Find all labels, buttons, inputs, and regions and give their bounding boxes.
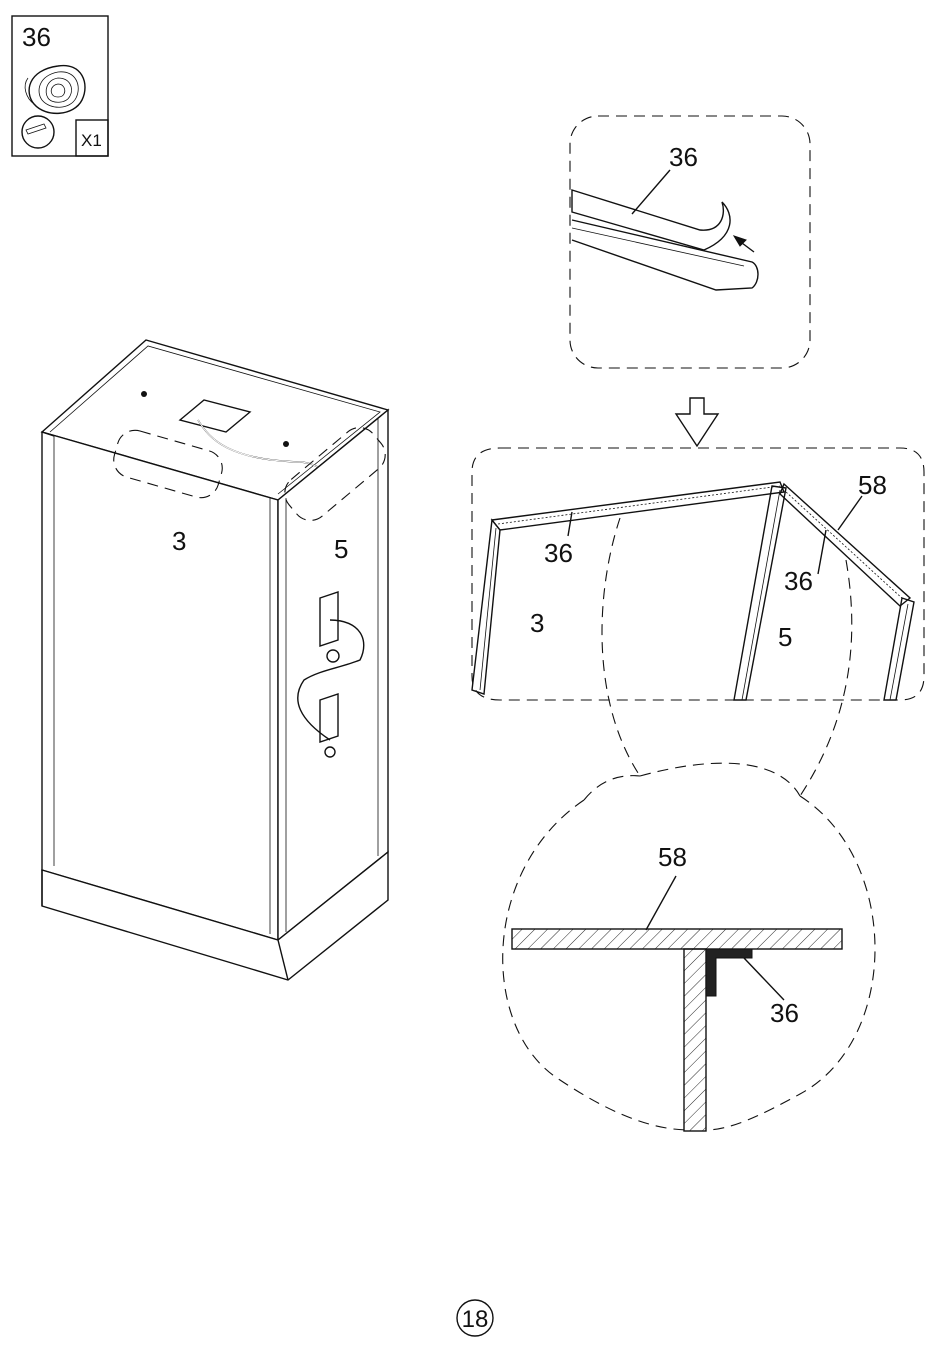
- cabin-panel-right-label: 5: [334, 534, 348, 564]
- section-magnifier: 58 36: [503, 518, 875, 1131]
- shower-cabin: 3 5: [42, 340, 393, 980]
- down-arrow-icon: [676, 398, 718, 446]
- tape-roll-icon: [25, 66, 85, 114]
- page-number-text: 18: [462, 1306, 489, 1333]
- section-roof-label: 58: [658, 842, 687, 872]
- tape-cutter-icon: [22, 116, 54, 148]
- corner-roof-label: 58: [858, 470, 887, 500]
- cabin-panel-left-label: 3: [172, 526, 186, 556]
- corner-tape-left-label: 36: [544, 538, 573, 568]
- tape-detail: 36: [570, 116, 810, 368]
- section-tape-label: 36: [770, 998, 799, 1028]
- corner-panel-left-label: 3: [530, 608, 544, 638]
- corner-tape-right-label: 36: [784, 566, 813, 596]
- part-box-number: 36: [22, 22, 51, 52]
- corner-detail: 36 58 36 3 5: [472, 448, 924, 700]
- part-box-quantity: X1: [81, 131, 102, 150]
- part-box: 36 X1: [12, 16, 108, 156]
- corner-panel-right-label: 5: [778, 622, 792, 652]
- tape-detail-label: 36: [669, 142, 698, 172]
- page-number: 18: [457, 1300, 493, 1336]
